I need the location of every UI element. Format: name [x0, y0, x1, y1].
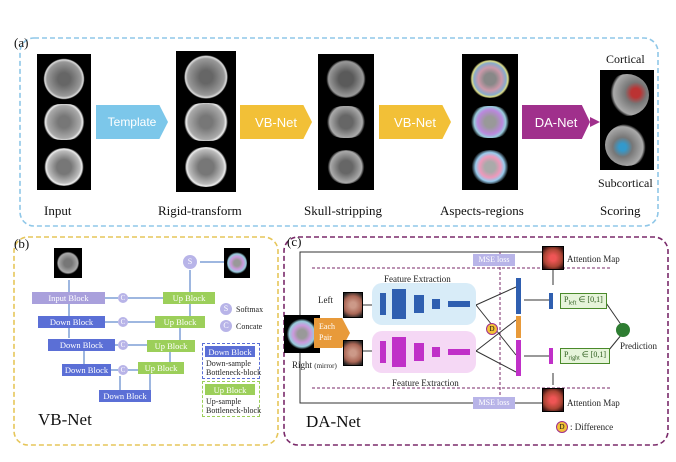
fe-top-layer-3 — [414, 295, 424, 313]
concat-node-1: C — [118, 293, 128, 303]
mse-loss-top: MSE loss — [473, 254, 515, 266]
down-block-3: Down Block — [62, 364, 111, 376]
attention-map-top — [542, 246, 564, 270]
legend-up-desc1: Up-sample — [206, 397, 242, 406]
vbnet-input-scan — [54, 248, 82, 278]
down-block-4: Down Block — [99, 390, 151, 402]
label-aspects-regions: Aspects-regions — [440, 203, 524, 218]
fc-out-bottom — [549, 348, 553, 364]
down-block-1: Down Block — [38, 316, 105, 328]
legend-concate-label: Concate — [236, 322, 263, 331]
fe-bottom-label: Feature Extraction — [392, 378, 459, 388]
vbnet-box-1: VB-Net — [240, 105, 312, 139]
attention-map-top-label: Attention Map — [567, 254, 620, 264]
label-skull-stripping: Skull-stripping — [304, 203, 383, 218]
skull-stripping-scans — [318, 54, 374, 190]
label-scoring: Scoring — [600, 203, 641, 218]
vbnet-output-scan — [224, 248, 250, 278]
fe-bottom-layer-5 — [448, 349, 470, 355]
fc-middle-bar — [516, 316, 521, 338]
fe-top-layer-4 — [432, 299, 440, 309]
concat-node-2: C — [118, 317, 128, 327]
up-block-3: Up Block — [147, 340, 195, 352]
p-left-box: Pleft ∈ [0,1] — [560, 293, 607, 309]
scoring-scans — [600, 70, 654, 170]
legend-up-title: Up Block — [205, 384, 255, 395]
input-ct-scans — [37, 54, 91, 190]
up-block-1: Up Block — [163, 292, 215, 304]
label-rigid-transform: Rigid-transform — [158, 203, 242, 218]
p-right-box: Pright ∈ [0,1] — [560, 348, 611, 364]
softmax-node: S — [183, 255, 197, 269]
fe-top-label: Feature Extraction — [384, 274, 451, 284]
panel-c-frame — [283, 236, 669, 446]
rigid-transform-scans — [176, 51, 236, 192]
prediction-label: Prediction — [620, 341, 657, 351]
legend-up-desc2: Bottleneck-block — [206, 406, 262, 415]
label-left: Left — [318, 295, 333, 305]
panel-a-frame — [19, 37, 659, 227]
input-block: Input Block — [32, 292, 105, 304]
fe-bottom-layer-1 — [380, 341, 386, 363]
attention-map-bottom-label: Attention Map — [567, 398, 620, 408]
panel-a-tag: (a) — [14, 35, 29, 50]
legend-down-title: Down Block — [205, 346, 255, 357]
legend-softmax-label: Softmax — [236, 305, 264, 314]
right-hemisphere-patch — [343, 340, 363, 366]
feature-extraction-top — [372, 283, 476, 325]
mse-loss-bottom: MSE loss — [473, 397, 515, 409]
down-block-2: Down Block — [48, 339, 115, 351]
fe-bottom-layer-4 — [432, 347, 440, 357]
legend-up-box: Up Block Up-sample Bottleneck-block — [202, 381, 262, 417]
panel-b-frame — [13, 236, 279, 446]
legend-difference-symbol: D — [556, 421, 568, 433]
concat-node-4: C — [118, 365, 128, 375]
label-input: Input — [44, 203, 72, 218]
each-pair-line2: Pair — [319, 333, 332, 342]
attention-map-bottom — [542, 388, 564, 412]
difference-node: D — [486, 323, 498, 335]
aspects-regions-scans — [462, 54, 518, 190]
legend-difference-label: : Difference — [570, 422, 614, 432]
fc-bottom-bar — [516, 340, 521, 376]
legend-down-desc2: Bottleneck-block — [206, 368, 262, 377]
panel-c-title: DA-Net — [306, 412, 361, 431]
label-subcortical: Subcortical — [598, 176, 653, 190]
prediction-node — [616, 323, 630, 337]
label-right: Right (mirror) — [292, 360, 337, 370]
legend-concat-symbol: C — [220, 320, 232, 332]
fe-top-layer-1 — [380, 293, 386, 315]
danet-box: DA-Net — [522, 105, 590, 139]
each-pair-line1: Each — [319, 322, 335, 331]
label-cortical: Cortical — [606, 52, 645, 66]
fc-top-bar — [516, 278, 521, 314]
fe-bottom-layer-3 — [414, 343, 424, 361]
fe-bottom-layer-2 — [392, 337, 406, 367]
legend-down-box: Down Block Down-sample Bottleneck-block — [202, 343, 262, 379]
legend-softmax-symbol: S — [220, 303, 232, 315]
concat-node-3: C — [118, 340, 128, 350]
up-block-2: Up Block — [155, 316, 205, 328]
fe-top-layer-5 — [448, 301, 470, 307]
panel-b-title: VB-Net — [38, 410, 92, 429]
panel-c-tag: (c) — [287, 234, 302, 249]
up-block-4: Up Block — [138, 362, 184, 374]
legend-down-desc1: Down-sample — [206, 359, 251, 368]
panel-b-tag: (b) — [14, 236, 30, 251]
template-box: Template — [96, 105, 168, 139]
fe-top-layer-2 — [392, 289, 406, 319]
left-hemisphere-patch — [343, 292, 363, 318]
feature-extraction-bottom — [372, 331, 476, 373]
fc-out-top — [549, 293, 553, 309]
vbnet-box-2: VB-Net — [379, 105, 451, 139]
